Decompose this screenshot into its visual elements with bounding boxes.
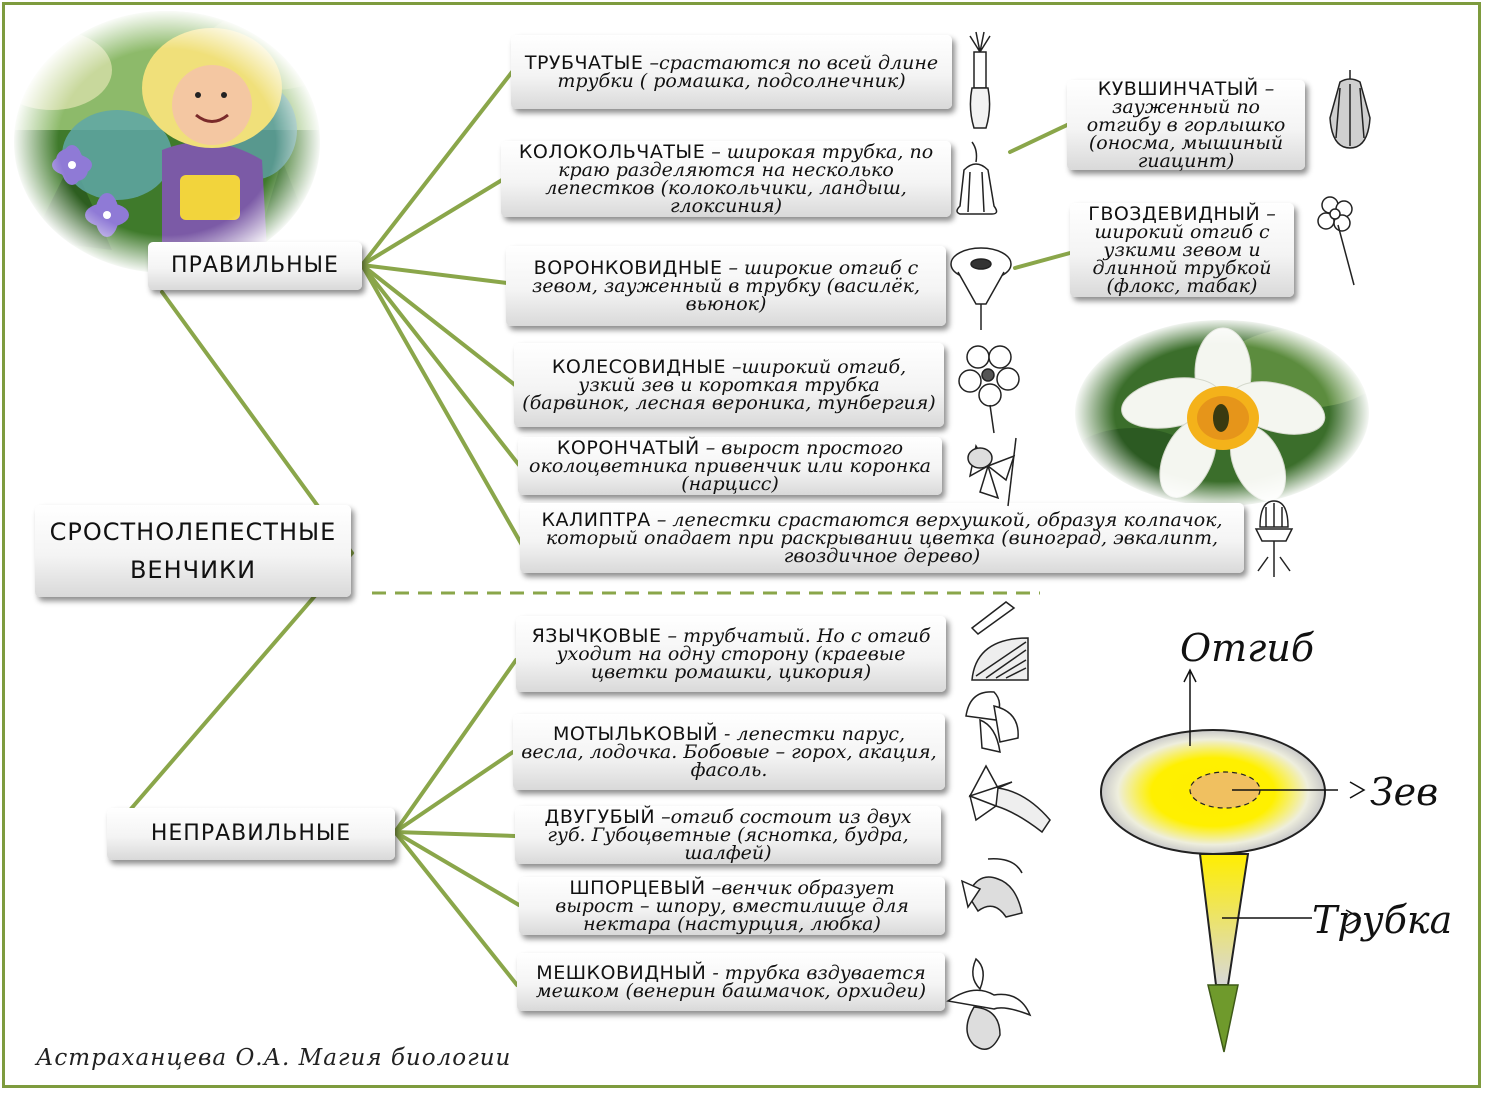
item-head: КУВШИНЧАТЫЙ — [1097, 78, 1259, 100]
author-credit: Астраханцева О.А. Магия биологии — [36, 1045, 512, 1071]
calyptra-sketch — [1254, 500, 1294, 577]
sub-item-jug: КУВШИНЧАТЫЙ – зауженный по отгибу в горл… — [1067, 78, 1305, 172]
regular-item-wheel: КОЛЕСОВИДНЫЕ –широкий отгиб, узкий зев и… — [514, 343, 944, 427]
item-head: ВОРОНКОВИДНЫЕ — [533, 257, 723, 279]
item-head: ШПОРЦЕВЫЙ — [569, 877, 706, 899]
item-head: КОЛОКОЛЬЧАТЫЕ — [518, 141, 706, 163]
item-text: – зауженный по отгибу в горлышко (оносма… — [1086, 78, 1286, 172]
corolla-schema — [1100, 668, 1338, 1053]
root-line2: ВЕНЧИКИ — [129, 556, 257, 584]
fairy-doll-photo — [12, 10, 322, 275]
papilionaceous-flower-sketch — [965, 691, 1019, 753]
item-head: КАЛИПТРА — [541, 509, 651, 531]
item-head: ДВУГУБЫЙ — [544, 806, 656, 828]
item-head: МЕШКОВИДНЫЙ — [536, 962, 707, 984]
item-head: ГВОЗДЕВИДНЫЙ — [1088, 203, 1261, 225]
branch-irregular: НЕПРАВИЛЬНЫЕ — [107, 808, 395, 860]
item-text: – вырост простого околоцветника привенчи… — [529, 437, 931, 495]
root-node: СРОСТНОЛЕПЕСТНЫЕ ВЕНЧИКИ — [35, 505, 351, 597]
slipper-orchid-sketch — [946, 957, 1032, 1050]
item-text: –отгиб состоит из двух губ. Губоцветные … — [547, 806, 912, 864]
item-text: – широкая трубка, по краю разделяются на… — [545, 141, 934, 217]
branch-irregular-label: НЕПРАВИЛЬНЫЕ — [150, 821, 352, 846]
bell-flower-sketch — [956, 141, 998, 215]
item-head: КОЛЕСОВИДНЫЕ — [551, 356, 726, 378]
item-head: ЯЗЫЧКОВЫЕ — [531, 625, 662, 647]
item-text: – трубчатый. Но с отгиб уходит на одну с… — [556, 625, 931, 683]
irregular-item-spurred: ШПОРЦЕВЫЙ –венчик образует вырост – шпор… — [519, 877, 945, 935]
branch-regular: ПРАВИЛЬНЫЕ — [148, 242, 362, 290]
item-text: –срастаются по всей длине трубки ( ромаш… — [557, 52, 939, 92]
irregular-item-bilabiate: ДВУГУБЫЙ –отгиб состоит из двух губ. Губ… — [515, 806, 941, 864]
item-text: – лепестки срастаются верхушкой, образуя… — [545, 509, 1223, 567]
item-text: –широкий отгиб, узкий зев и короткая тру… — [522, 356, 936, 414]
item-text: –венчик образует вырост – шпору, вместил… — [555, 877, 909, 935]
item-text: –широкий отгиб с узкими зевом и длинной … — [1092, 203, 1276, 297]
funnel-flower-sketch — [950, 247, 1012, 330]
arrow-heads — [1345, 781, 1366, 926]
regular-item-calyptra: КАЛИПТРА – лепестки срастаются верхушкой… — [520, 503, 1244, 573]
regular-item-tubular: ТРУБЧАТЫЕ –срастаются по всей длине труб… — [511, 35, 952, 109]
tubular-flower-sketch — [969, 31, 991, 129]
irregular-item-saccate: МЕШКОВИДНЫЙ - трубка вздувается мешком (… — [517, 953, 945, 1011]
item-text: – широкие отгиб с зевом, зауженный в тру… — [532, 257, 920, 315]
regular-item-corona: КОРОНЧАТЫЙ – вырост простого околоцветни… — [518, 437, 942, 495]
limb-label: Отгиб — [1180, 626, 1315, 670]
regular-item-funnel: ВОРОНКОВИДНЫЕ – широкие отгиб с зевом, з… — [506, 246, 946, 326]
irregular-item-ligulate: ЯЗЫЧКОВЫЕ – трубчатый. Но с отгиб уходит… — [516, 616, 946, 692]
daffodil-sketch — [967, 437, 1017, 507]
tube-shape — [1198, 853, 1250, 986]
tube-tip — [1207, 984, 1239, 1053]
bilabiate-flower-sketch — [968, 764, 1051, 834]
regular-item-bell: КОЛОКОЛЬЧАТЫЕ – широкая трубка, по краю … — [501, 141, 951, 217]
item-head: МОТЫЛЬКОВЫЙ — [552, 723, 718, 745]
jug-flower-sketch — [1329, 70, 1371, 149]
item-text: - трубка вздувается мешком (венерин башм… — [535, 962, 927, 1002]
throat-label: Зев — [1370, 770, 1439, 814]
tube-label: Трубка — [1312, 898, 1453, 942]
irregular-item-papilionaceous: МОТЫЛЬКОВЫЙ - лепестки парус, весла, лод… — [513, 714, 945, 790]
item-head: ТРУБЧАТЫЕ — [524, 52, 644, 74]
spurred-flower-sketch — [960, 858, 1023, 918]
item-text: - лепестки парус, весла, лодочка. Бобовы… — [521, 723, 937, 781]
clove-flower-sketch — [1317, 196, 1355, 286]
wheel-flower-sketch — [958, 345, 1020, 434]
root-line1: СРОСТНОЛЕПЕСТНЫЕ — [49, 518, 337, 546]
branch-regular-label: ПРАВИЛЬНЫЕ — [171, 253, 339, 278]
item-head: КОРОНЧАТЫЙ — [556, 437, 700, 459]
sub-item-clove: ГВОЗДЕВИДНЫЙ –широкий отгиб с узкими зев… — [1070, 203, 1294, 297]
ligulate-flower-sketch — [970, 601, 1029, 681]
daffodil-photo — [1073, 318, 1371, 508]
